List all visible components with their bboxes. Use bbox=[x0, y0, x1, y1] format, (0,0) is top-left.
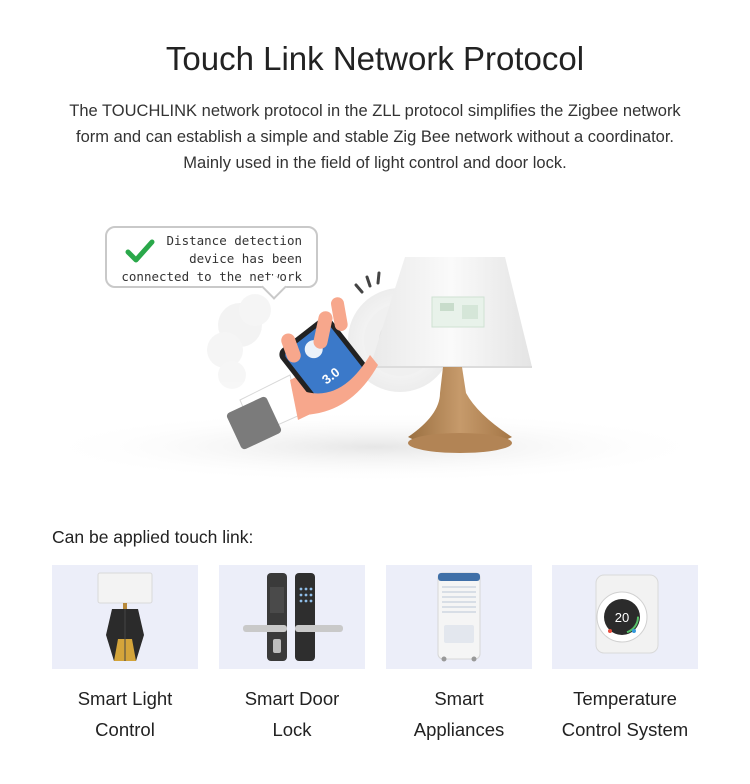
application-label-line: Smart Light bbox=[77, 688, 173, 709]
page-title: Touch Link Network Protocol bbox=[165, 40, 585, 77]
hand bbox=[281, 297, 378, 415]
application-thumbnail: 20 bbox=[552, 565, 698, 669]
application-label: Smart Door Lock bbox=[219, 683, 365, 745]
intro-line: The TOUCHLINK network protocol in the ZL… bbox=[69, 102, 681, 120]
application-label: Smart Light Control bbox=[52, 683, 198, 745]
touchlink-illustration: 3.0 bbox=[35, 257, 715, 483]
application-card-temperature-control: 20 Temperature Control System bbox=[552, 565, 698, 745]
application-thumbnail bbox=[52, 565, 198, 669]
application-thumbnail bbox=[219, 565, 365, 669]
application-label-line: Control System bbox=[561, 719, 689, 740]
intro-paragraph: The TOUCHLINK network protocol in the ZL… bbox=[40, 98, 710, 176]
lamp bbox=[370, 257, 532, 453]
thermostat-reading: 20 bbox=[615, 610, 629, 625]
application-card-smart-door-lock: Smart Door Lock bbox=[219, 565, 365, 745]
cloud-puffs bbox=[207, 294, 271, 389]
application-card-smart-light: Smart Light Control bbox=[52, 565, 198, 745]
application-label-line: Appliances bbox=[413, 719, 505, 740]
application-label-line: Control bbox=[95, 719, 155, 740]
connection-status-message: Distance detection device has been conne… bbox=[121, 233, 302, 284]
application-label-line: Temperature bbox=[573, 688, 677, 709]
door-lock-icon bbox=[243, 573, 343, 661]
table-lamp-icon bbox=[97, 572, 153, 661]
application-label: Temperature Control System bbox=[552, 683, 698, 745]
applications-heading: Can be applied touch link: bbox=[52, 527, 254, 547]
application-card-smart-appliances: Smart Appliances bbox=[386, 565, 532, 745]
checkmark-icon bbox=[125, 239, 155, 263]
intro-line: Mainly used in the field of light contro… bbox=[183, 154, 567, 172]
applications-list: Smart Light Control bbox=[52, 565, 698, 765]
tap-marks bbox=[354, 271, 381, 294]
intro-line: form and can establish a simple and stab… bbox=[76, 128, 674, 146]
air-cooler-icon bbox=[437, 572, 481, 662]
application-label-line: Smart Door bbox=[244, 688, 340, 709]
application-thumbnail bbox=[386, 565, 532, 669]
application-label-line: Smart bbox=[434, 688, 484, 709]
floor-shadow bbox=[35, 411, 715, 483]
thermostat-icon: 20 bbox=[595, 574, 659, 654]
application-label-line: Lock bbox=[272, 719, 312, 740]
application-label: Smart Appliances bbox=[386, 683, 532, 745]
connection-status-bubble: Distance detection device has been conne… bbox=[105, 226, 318, 300]
